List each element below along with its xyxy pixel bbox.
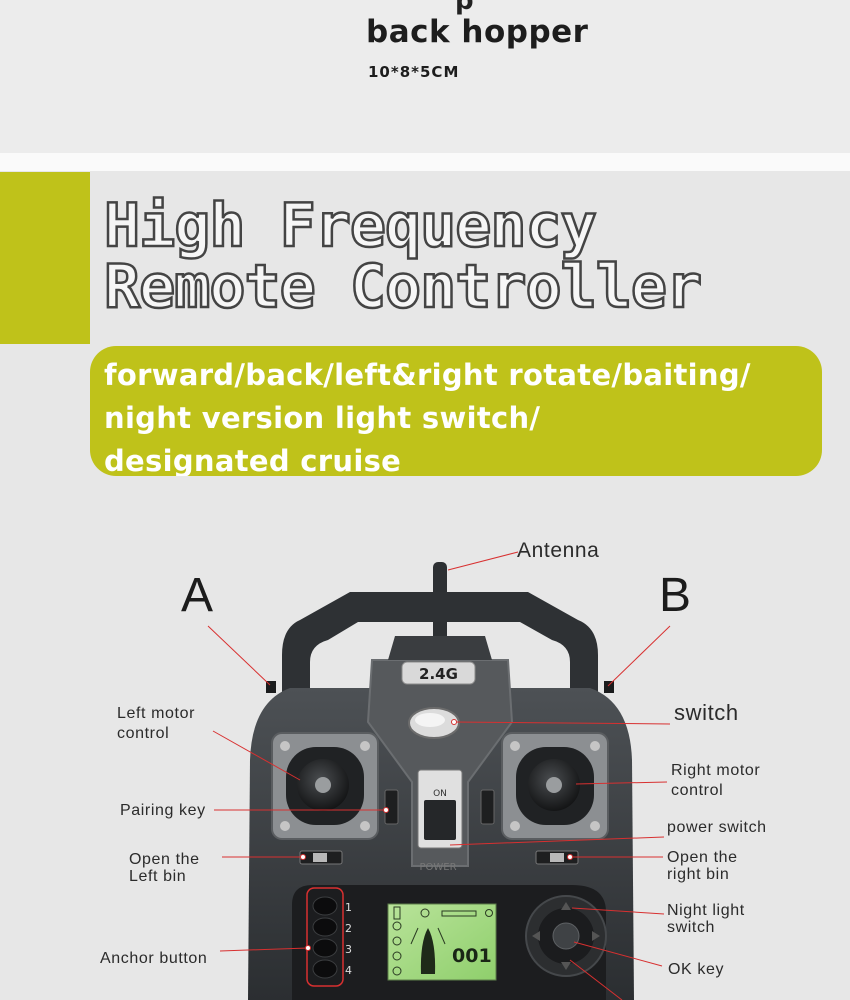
label-line: Night light bbox=[667, 902, 745, 919]
label-line: control bbox=[671, 782, 724, 799]
feature-line: forward/back/left&right rotate/baiting/ bbox=[104, 358, 751, 392]
callout-b: B bbox=[659, 569, 692, 622]
screw-icon bbox=[360, 821, 370, 831]
heading-line-2: Remote Controller bbox=[103, 252, 704, 322]
screw-icon bbox=[510, 741, 520, 751]
accent-bar bbox=[0, 172, 90, 344]
label-line: Open the bbox=[667, 849, 738, 866]
callout-pairing-key: Pairing key bbox=[120, 802, 206, 819]
remote-controller-image: 2.4G ON POWER 1 2 3 4 00 bbox=[207, 551, 671, 1000]
callout-dots bbox=[300, 719, 573, 951]
lcd-counter: 001 bbox=[452, 945, 492, 967]
feature-line: designated cruise bbox=[104, 444, 402, 476]
slot-number: 1 bbox=[345, 901, 352, 914]
power-switch[interactable] bbox=[424, 800, 456, 840]
section-divider bbox=[0, 153, 850, 171]
pairing-button-shine bbox=[415, 713, 445, 727]
label-line: Open the bbox=[129, 851, 200, 868]
right-arrow-icon bbox=[592, 931, 600, 941]
hopper-level-icon bbox=[441, 910, 477, 917]
screw-icon bbox=[590, 821, 600, 831]
callout-night-light: Night light switch bbox=[667, 902, 745, 936]
screw-icon bbox=[510, 821, 520, 831]
anchor-button-2[interactable] bbox=[312, 917, 338, 937]
feature-line: night version light switch/ bbox=[104, 401, 541, 435]
boat-icon bbox=[420, 928, 436, 974]
callout-open-right-bin: Open the right bin bbox=[667, 849, 738, 883]
light-icon bbox=[485, 909, 493, 917]
callout-antenna: Antenna bbox=[517, 539, 600, 562]
slot-number: 4 bbox=[345, 964, 352, 977]
feature-box: forward/back/left&right rotate/baiting/ … bbox=[90, 346, 822, 476]
position-icon bbox=[420, 908, 430, 918]
anchor-button-4[interactable] bbox=[312, 959, 338, 979]
label-line: right bin bbox=[667, 866, 730, 883]
left-arrow-icon bbox=[532, 931, 540, 941]
label-line: Right motor bbox=[671, 762, 761, 779]
up-arrow-icon bbox=[561, 902, 571, 910]
screw-icon bbox=[280, 821, 290, 831]
carry-handle bbox=[282, 592, 598, 705]
right-trim-switch[interactable] bbox=[480, 789, 495, 825]
label-line: Left motor bbox=[117, 705, 196, 722]
label-line: switch bbox=[667, 919, 716, 936]
slot-number: 2 bbox=[345, 922, 352, 935]
power-on-label: ON bbox=[433, 789, 447, 799]
product-panel: p back hopper 10*8*5CM bbox=[0, 0, 850, 153]
callout-power-switch: power switch bbox=[667, 819, 767, 836]
anchor-button-1[interactable] bbox=[312, 896, 338, 916]
callout-switch: switch bbox=[674, 700, 739, 725]
callout-anchor-button: Anchor button bbox=[100, 950, 208, 967]
callout-lines bbox=[207, 551, 671, 1000]
screw-icon bbox=[280, 741, 290, 751]
cut-off-text: p bbox=[455, 0, 474, 16]
model-badge-text: 2.4G bbox=[419, 665, 458, 683]
center-panel bbox=[366, 659, 514, 867]
left-trim-switch[interactable] bbox=[384, 789, 399, 825]
lcd-slot-indicator bbox=[392, 936, 402, 946]
label-line: control bbox=[117, 725, 170, 742]
shoulder-switch-a bbox=[266, 681, 276, 693]
battery-icon bbox=[393, 906, 401, 920]
callout-open-left-bin: Open the Left bin bbox=[129, 851, 200, 885]
lcd-slot-indicator bbox=[392, 966, 402, 976]
callout-right-motor: Right motor control bbox=[671, 762, 760, 799]
slot-number: 3 bbox=[345, 943, 352, 956]
screw-icon bbox=[590, 741, 600, 751]
product-title: back hopper bbox=[366, 14, 589, 50]
center-top-block bbox=[388, 636, 492, 660]
down-arrow-icon bbox=[561, 962, 571, 970]
lcd-display bbox=[387, 903, 497, 981]
product-size: 10*8*5CM bbox=[368, 63, 460, 81]
ok-button[interactable] bbox=[552, 922, 580, 950]
lcd-slot-indicator bbox=[392, 921, 402, 931]
power-label: POWER bbox=[419, 862, 456, 873]
lcd-slot-indicator bbox=[392, 951, 402, 961]
anchor-button-group bbox=[306, 887, 344, 987]
screw-icon bbox=[360, 741, 370, 751]
callout-ok-key: OK key bbox=[668, 961, 725, 978]
model-badge bbox=[401, 661, 476, 685]
anchor-button-3[interactable] bbox=[312, 938, 338, 958]
heading-line-1: High Frequency bbox=[103, 191, 598, 261]
label-line: Left bin bbox=[129, 868, 187, 885]
callout-left-motor: Left motor control bbox=[117, 705, 195, 742]
callout-a: A bbox=[181, 569, 214, 622]
shoulder-switch-b bbox=[604, 681, 614, 693]
